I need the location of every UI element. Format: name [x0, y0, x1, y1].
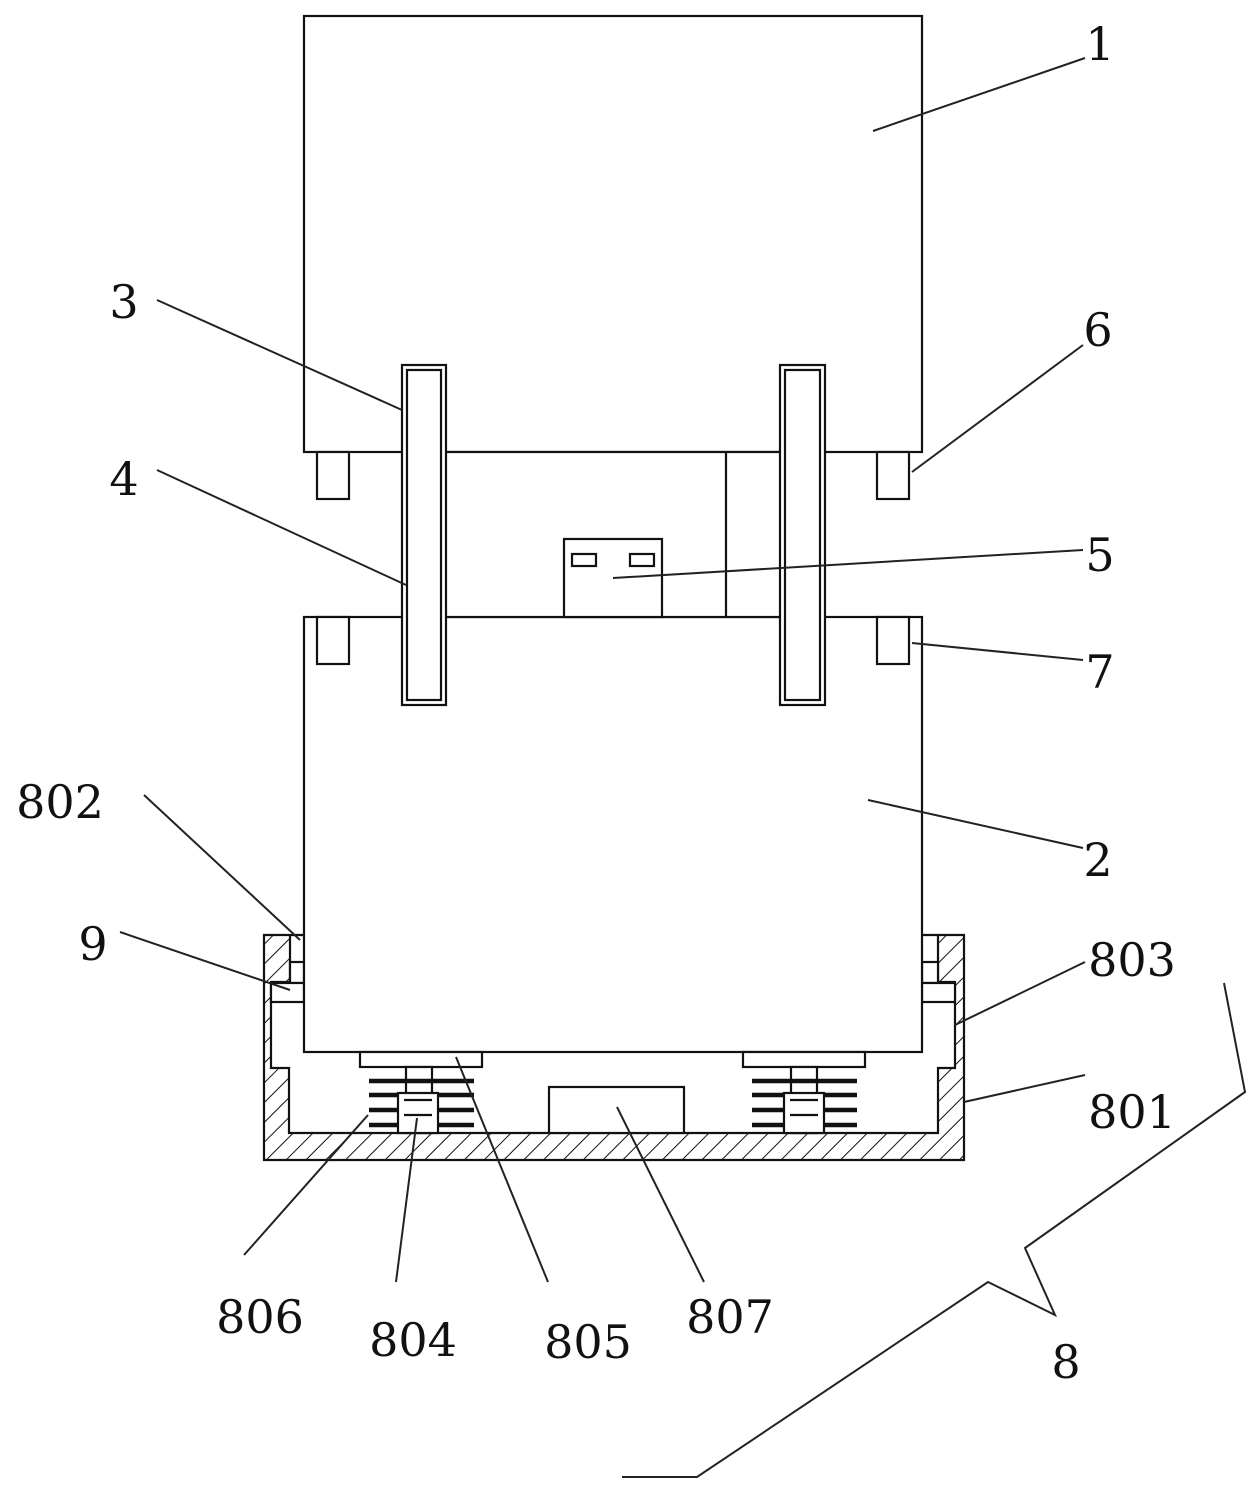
label-9: 9	[78, 917, 107, 971]
label-805: 805	[544, 1315, 632, 1369]
spring-assembly-left	[360, 1052, 482, 1133]
label-806: 806	[216, 1290, 304, 1344]
label-802: 802	[16, 775, 104, 829]
label-7: 7	[1085, 645, 1114, 699]
upper-box-1	[304, 16, 922, 452]
spring-assembly-right	[743, 1052, 865, 1133]
foot-6-right	[877, 452, 909, 499]
label-5: 5	[1085, 528, 1114, 582]
foot-6-left	[317, 452, 349, 499]
rod-4-left	[407, 370, 441, 700]
label-807: 807	[686, 1290, 774, 1344]
label-1: 1	[1085, 17, 1114, 71]
foot-7-left	[317, 617, 349, 664]
label-6: 6	[1083, 303, 1112, 357]
foot-7-right	[877, 617, 909, 664]
guide-notch-right	[922, 962, 938, 983]
slider-9-right	[922, 983, 955, 1002]
bracket-8	[622, 983, 1245, 1477]
label-2: 2	[1083, 833, 1112, 887]
label-3: 3	[109, 275, 138, 329]
guide-notch-left	[290, 962, 304, 983]
component-807	[549, 1087, 684, 1133]
label-4: 4	[109, 452, 138, 506]
lower-box-2	[304, 617, 922, 1052]
rod-4-right	[785, 370, 820, 700]
label-8: 8	[1051, 1335, 1080, 1389]
label-804: 804	[369, 1313, 457, 1367]
label-801: 801	[1088, 1085, 1176, 1139]
label-803: 803	[1088, 933, 1176, 987]
